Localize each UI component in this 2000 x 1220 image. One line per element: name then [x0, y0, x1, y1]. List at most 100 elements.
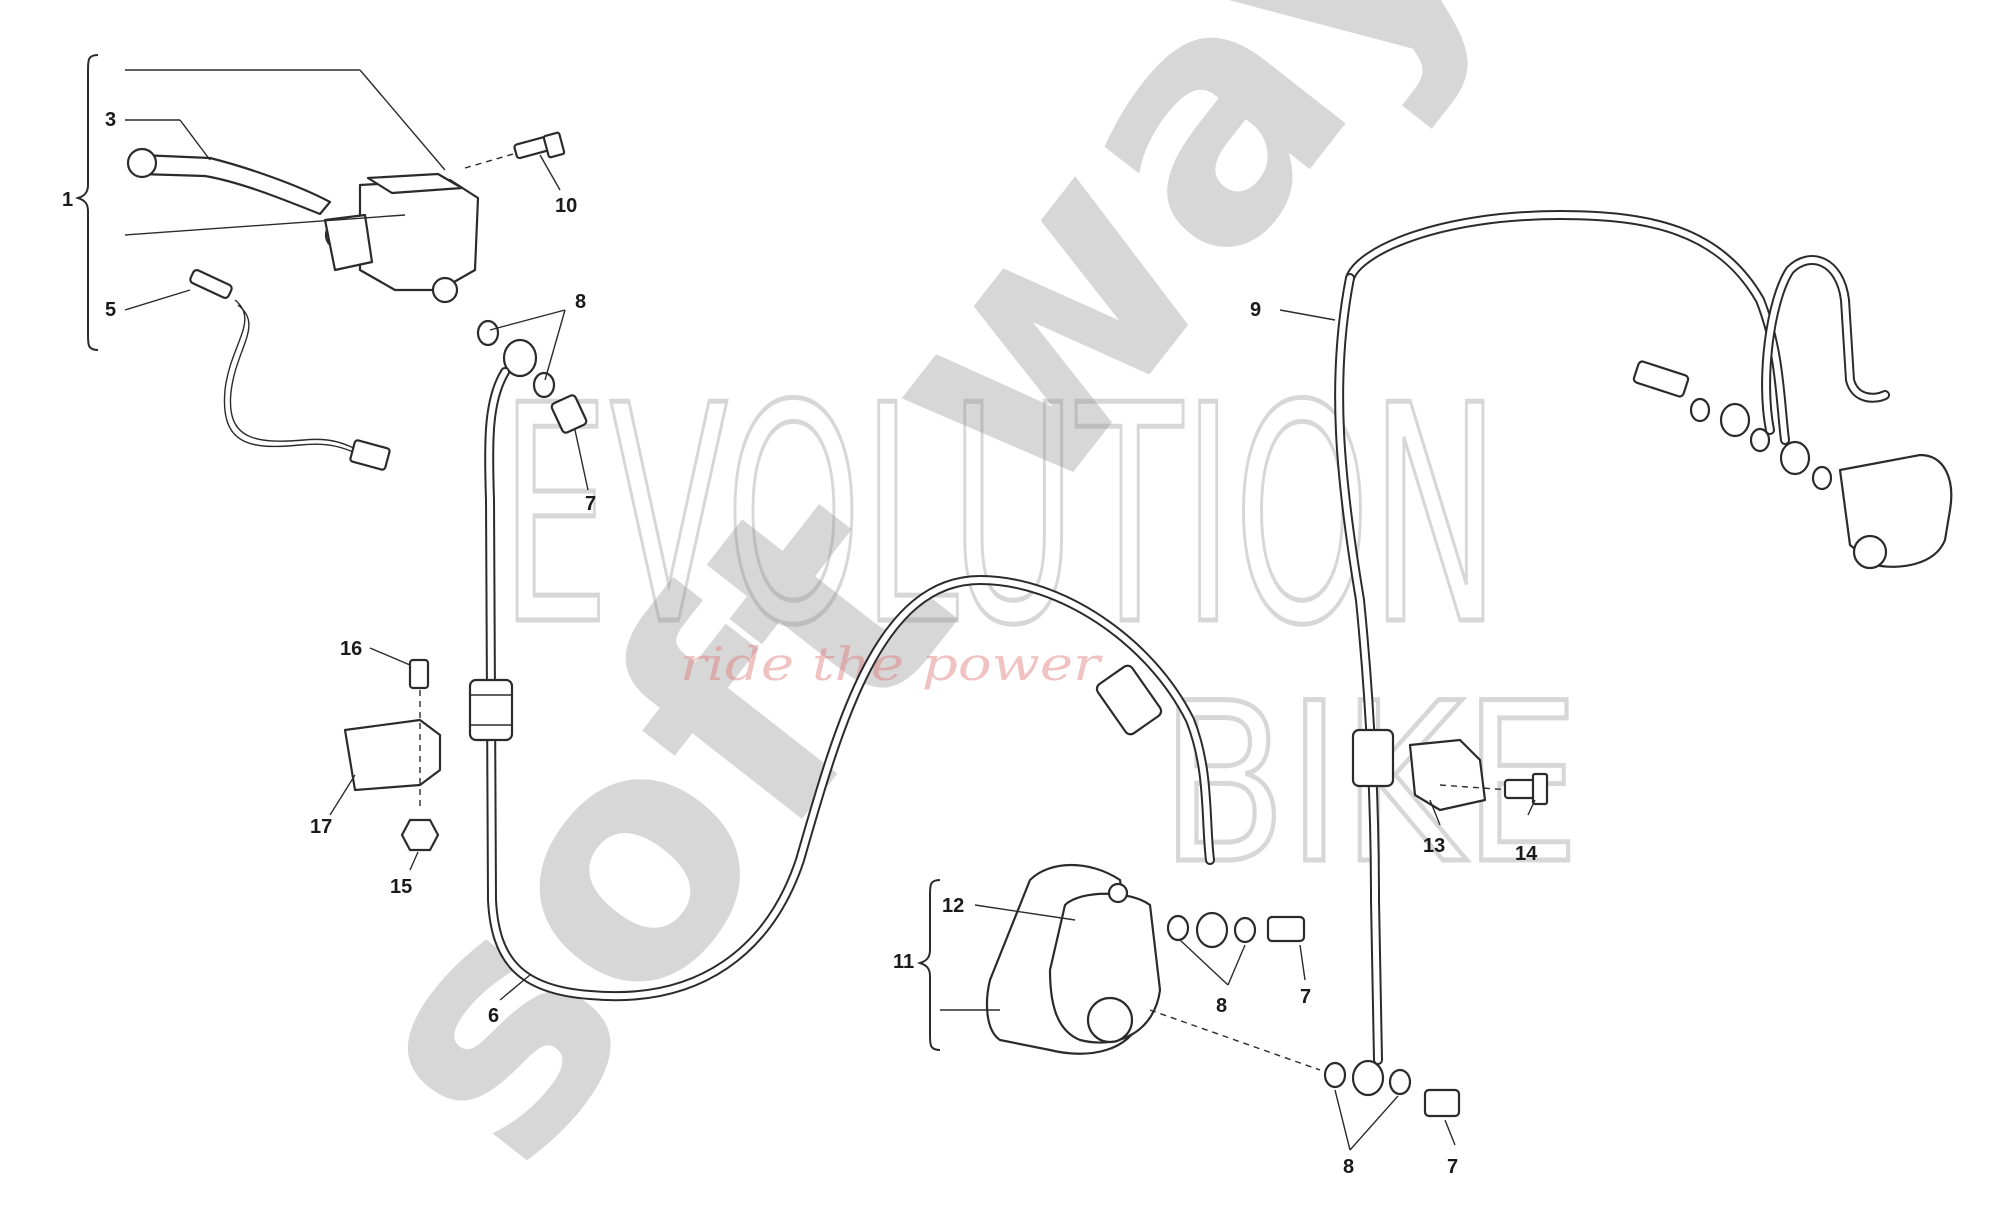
brake-lever	[128, 153, 332, 216]
washer-rear-2	[1388, 1068, 1412, 1096]
brace-assembly-1	[74, 54, 99, 351]
banjo-rear	[1351, 1059, 1385, 1097]
master-banjo-fittings	[476, 319, 588, 434]
leader-8a-1	[489, 309, 566, 331]
nut-15	[400, 818, 440, 852]
switch-wire-second	[229, 304, 363, 453]
callout-14: 14	[1515, 843, 1538, 865]
washer-lower	[532, 371, 556, 399]
clamp-bracket	[323, 213, 374, 272]
banjo-port	[431, 276, 459, 304]
callout-labels: 1 3 5 10 8 7 16 17 15 6 9 12 11 8 7 13 1…	[62, 109, 1538, 1178]
hose-clamp-left	[343, 658, 442, 852]
leader-10	[539, 154, 561, 191]
callout-7a: 7	[585, 493, 596, 515]
caliper-bleed-valve	[1107, 882, 1129, 904]
callout-1: 1	[62, 189, 73, 211]
front-brake-hose	[468, 367, 1215, 1002]
bolt-14-axis	[1439, 784, 1511, 791]
bolt-16	[408, 658, 430, 690]
leader-8c-2	[1349, 1095, 1399, 1151]
leader-15	[409, 851, 419, 871]
rear-washer-b	[1749, 427, 1771, 453]
leader-7c	[1444, 1119, 1456, 1146]
rear-banjo-bolt	[1632, 360, 1690, 398]
banjo-upper	[502, 338, 538, 378]
callout-10: 10	[555, 195, 577, 217]
master-cylinder-assembly	[126, 131, 566, 471]
master-cylinder-body	[358, 178, 480, 292]
rear-brake-hose	[1323, 209, 1790, 1118]
washer-upper	[476, 319, 500, 347]
clamp-13	[1408, 738, 1487, 812]
leader-13	[1429, 799, 1441, 826]
hose-grommet-left	[468, 678, 514, 742]
bolt-14-head	[1531, 772, 1549, 806]
callout-7c: 7	[1447, 1156, 1458, 1178]
leader-8c-1	[1334, 1089, 1351, 1151]
lever-knob	[126, 147, 158, 179]
leader-8b-2	[1227, 944, 1246, 986]
leader-14	[1527, 799, 1536, 816]
rear-washer-c	[1811, 465, 1833, 491]
callout-3: 3	[105, 109, 116, 131]
leader-16	[369, 647, 411, 666]
callout-12: 12	[942, 895, 964, 917]
leader-1-mid	[124, 214, 406, 236]
callout-8b: 8	[1216, 995, 1227, 1017]
leader-6	[499, 974, 531, 1001]
banjo-bolt-caliper	[1266, 915, 1306, 943]
banjo-caliper	[1195, 911, 1229, 949]
leader-lines	[124, 69, 1536, 1151]
callout-16: 16	[340, 638, 362, 660]
rear-washer-a	[1689, 397, 1711, 423]
leader-8b-1	[1179, 939, 1229, 986]
banjo-bolt-rear	[1423, 1088, 1461, 1118]
leader-17	[329, 774, 356, 816]
leader-3b	[179, 119, 211, 161]
hose-grommet-right	[1095, 664, 1163, 736]
leader-7b	[1299, 944, 1306, 981]
callout-6: 6	[488, 1005, 499, 1027]
leader-12	[974, 904, 1076, 921]
callout-8a: 8	[575, 291, 586, 313]
callout-8c: 8	[1343, 1156, 1354, 1178]
rear-hose-grommet	[1351, 728, 1395, 788]
rear-banjo-a	[1719, 402, 1751, 438]
rear-banjo-b	[1779, 440, 1811, 476]
clamp-17	[343, 718, 442, 792]
banjo-bolt-upper	[550, 394, 588, 434]
rear-master-piston	[1852, 534, 1888, 570]
rear-hose-down-inner	[1336, 275, 1381, 1063]
leader-9	[1279, 309, 1336, 321]
callout-7b: 7	[1300, 986, 1311, 1008]
bolt-10-axis	[464, 151, 521, 169]
callout-13: 13	[1423, 835, 1445, 857]
caliper-piston	[1086, 996, 1134, 1044]
watermark-tagline: ride the power	[680, 637, 1104, 691]
caliper-lower-axis	[1149, 1009, 1321, 1071]
leader-5	[124, 289, 191, 311]
rear-hose-inner	[1347, 211, 1788, 443]
washer-rear-1	[1323, 1061, 1347, 1089]
switch-connector	[349, 439, 391, 471]
leader-7a	[574, 429, 589, 491]
rear-master-cylinder	[1632, 255, 1953, 570]
washer-caliper-2	[1233, 916, 1257, 944]
callout-11: 11	[893, 951, 914, 973]
callout-5: 5	[105, 299, 116, 321]
reservoir-cap	[366, 172, 464, 195]
bolt-10-head	[542, 131, 566, 159]
leader-8a-2	[544, 309, 566, 381]
callout-15: 15	[390, 876, 412, 898]
switch-wire	[223, 299, 361, 456]
brake-light-switch	[189, 268, 233, 300]
rear-reservoir-hose-inner	[1763, 257, 1888, 433]
front-hose-inner	[486, 369, 1213, 1000]
leader-1-top-b	[359, 69, 446, 171]
callout-17: 17	[310, 816, 332, 838]
hose-clamp-right	[1408, 738, 1549, 812]
brace-assembly-11	[916, 879, 941, 1051]
washer-caliper-1	[1166, 914, 1190, 942]
